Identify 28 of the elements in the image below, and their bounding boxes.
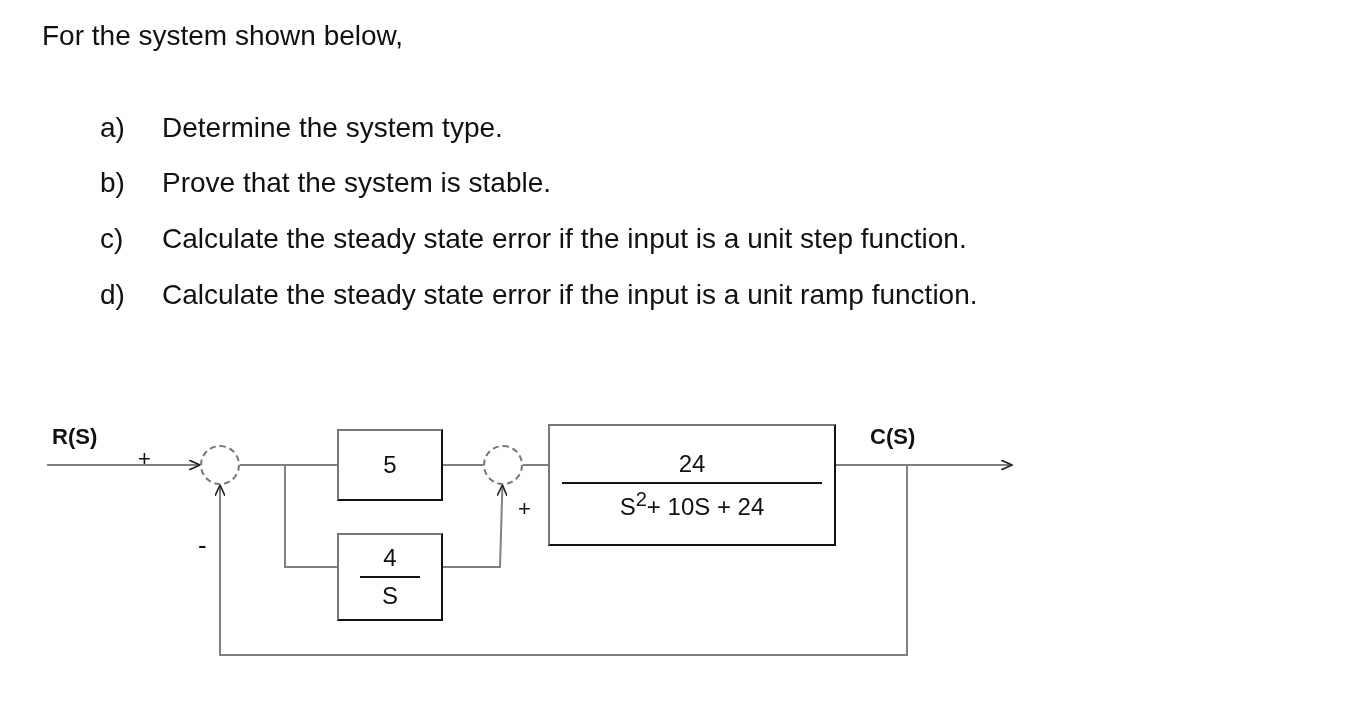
- transfer-function-block: [548, 424, 836, 546]
- item-marker: b): [100, 167, 125, 199]
- question-heading: For the system shown below,: [42, 20, 404, 52]
- sign-label: +: [138, 448, 151, 470]
- signal-line: [522, 464, 549, 466]
- item-marker: c): [100, 223, 124, 255]
- transfer-function-block: [337, 429, 443, 501]
- transfer-function-block: [337, 533, 443, 621]
- question-text: Determine the system type.: [162, 112, 503, 144]
- denominator: S$^{2}$+ 10S + 24: [619, 487, 765, 521]
- item-marker: a): [100, 112, 125, 144]
- denominator: S: [382, 582, 398, 610]
- signal-label: R(S): [52, 426, 98, 448]
- question-text: Calculate the steady state error if the input is a unit step function.: [162, 223, 967, 255]
- signal-label: C(S): [870, 426, 916, 448]
- sign-label: +: [518, 498, 531, 520]
- signal-line: [442, 464, 484, 466]
- numerator: 4: [383, 544, 397, 572]
- signal-arrow: [46, 459, 201, 471]
- gain: 5: [383, 451, 397, 479]
- signal-line: [239, 464, 338, 568]
- item-marker: d): [100, 279, 125, 311]
- question-text: Prove that the system is stable.: [162, 167, 552, 199]
- sign-label: -: [198, 532, 207, 558]
- signal-arrow: [214, 464, 908, 656]
- question-text: Calculate the steady state error if the input is a unit ramp function.: [162, 279, 978, 311]
- numerator: 24: [678, 449, 706, 478]
- signal-arrow: [442, 484, 508, 568]
